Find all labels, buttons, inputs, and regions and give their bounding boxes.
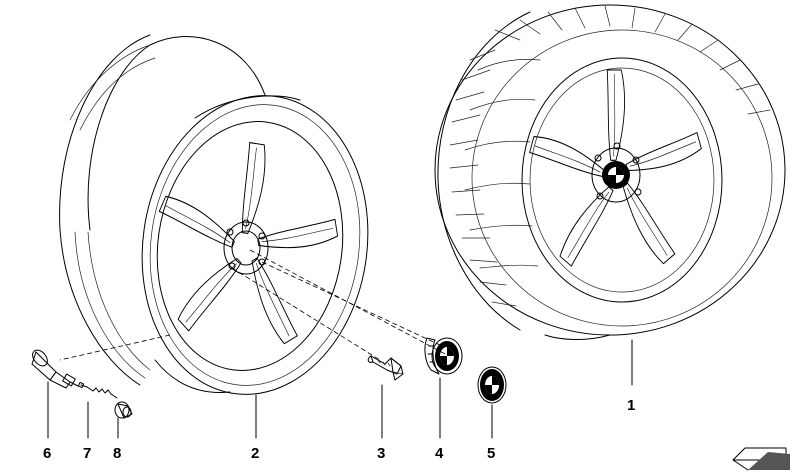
rim-icon: [59, 34, 369, 395]
wheel-with-tire-icon: [434, 4, 786, 341]
callout-8: 8: [113, 445, 121, 462]
view-direction-icon: [732, 447, 790, 471]
leader-lines: [47, 339, 633, 439]
callout-7: 7: [83, 445, 91, 462]
wheel-bolt-icon: [367, 355, 404, 381]
valve-core-icon: [77, 381, 118, 399]
callout-1: 1: [627, 397, 635, 414]
callout-5: 5: [487, 445, 495, 462]
valve-icon: [31, 349, 79, 389]
emblem-icon: [477, 366, 507, 404]
hub-cap-icon: [424, 337, 463, 375]
callout-6: 6: [43, 445, 51, 462]
callout-2: 2: [251, 445, 259, 462]
assembly-lines: [59, 249, 448, 361]
callout-3: 3: [377, 445, 385, 462]
callout-4: 4: [435, 445, 444, 462]
valve-cap-icon: [114, 401, 133, 419]
